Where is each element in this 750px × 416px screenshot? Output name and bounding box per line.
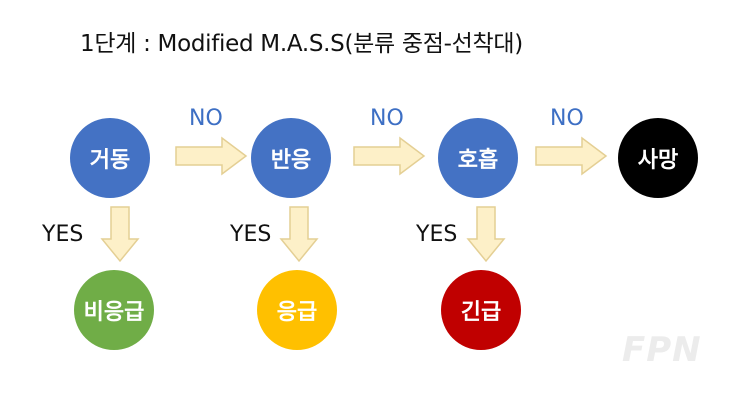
node-movement: 거동 [70, 118, 150, 198]
arrow-movement-to-response [175, 136, 248, 176]
label-no-3: NO [550, 106, 584, 131]
label-no-1: NO [189, 106, 223, 131]
node-immediate-label: 긴급 [460, 300, 502, 325]
node-response-label: 반응 [270, 148, 312, 173]
node-immediate: 긴급 [441, 270, 521, 350]
node-breathing: 호흡 [438, 118, 518, 198]
node-breathing-label: 호흡 [457, 148, 499, 173]
node-movement-label: 거동 [89, 148, 131, 173]
label-yes-2: YES [230, 222, 272, 247]
label-no-2: NO [370, 106, 404, 131]
arrow-breathing-to-death [535, 136, 608, 176]
arrow-response-to-breathing [353, 136, 426, 176]
label-yes-3: YES [416, 222, 458, 247]
arrow-response-to-delayed [279, 206, 319, 263]
node-delayed: 응급 [257, 270, 337, 350]
node-minor: 비응급 [74, 270, 154, 350]
node-delayed-label: 응급 [276, 300, 318, 325]
arrow-movement-to-minor [100, 206, 140, 263]
node-response: 반응 [251, 118, 331, 198]
fpn-watermark-logo: FPN [622, 330, 702, 370]
arrow-breathing-to-immediate [466, 206, 506, 263]
node-death-label: 사망 [637, 148, 679, 173]
node-minor-label: 비응급 [83, 300, 145, 325]
label-yes-1: YES [42, 222, 84, 247]
page-title: 1단계 : Modified M.A.S.S(분류 중점-선착대) [80, 31, 523, 57]
node-death: 사망 [618, 118, 698, 198]
